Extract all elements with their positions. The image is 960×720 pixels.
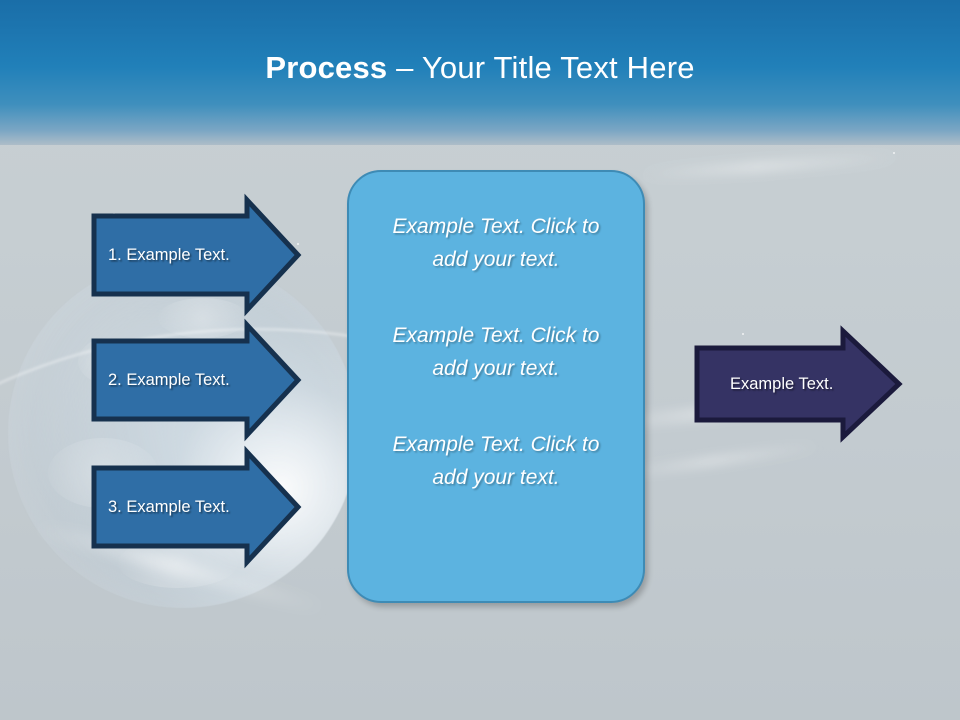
process-arrow-label: 3. Example Text. bbox=[108, 497, 230, 516]
star-4 bbox=[893, 152, 895, 154]
process-arrow-step-2[interactable]: 2. Example Text. bbox=[90, 318, 302, 442]
moon-graphic bbox=[8, 258, 358, 608]
result-arrow-label: Example Text. bbox=[730, 374, 834, 393]
arrow-right-shape-icon bbox=[694, 325, 903, 443]
center-content-box[interactable]: Example Text. Click to add your text. Ex… bbox=[347, 170, 645, 603]
page-title: Process – Your Title Text Here bbox=[0, 48, 960, 88]
title-banner: Process – Your Title Text Here bbox=[0, 0, 960, 145]
page-title-strong: Process bbox=[265, 50, 388, 85]
arrow-right-shape-icon bbox=[91, 318, 302, 442]
page-title-rest: – Your Title Text Here bbox=[387, 50, 695, 85]
result-arrow[interactable]: Example Text. bbox=[693, 325, 905, 443]
arrow-right-shape-icon bbox=[91, 445, 302, 569]
center-box-paragraph: Example Text. Click to add your text. bbox=[392, 215, 600, 271]
process-arrow-step-3[interactable]: 3. Example Text. bbox=[90, 445, 302, 569]
star-2 bbox=[297, 243, 299, 245]
process-arrow-step-1[interactable]: 1. Example Text. bbox=[90, 193, 302, 317]
moon-rim-highlight bbox=[8, 258, 358, 608]
center-box-paragraph: Example Text. Click to add your text. bbox=[392, 324, 600, 380]
process-arrow-label: 2. Example Text. bbox=[108, 370, 230, 389]
arrow-right-shape-icon bbox=[91, 193, 302, 317]
process-arrow-label: 1. Example Text. bbox=[108, 245, 230, 264]
star-3 bbox=[742, 333, 744, 335]
center-box-paragraph: Example Text. Click to add your text. bbox=[392, 433, 600, 489]
